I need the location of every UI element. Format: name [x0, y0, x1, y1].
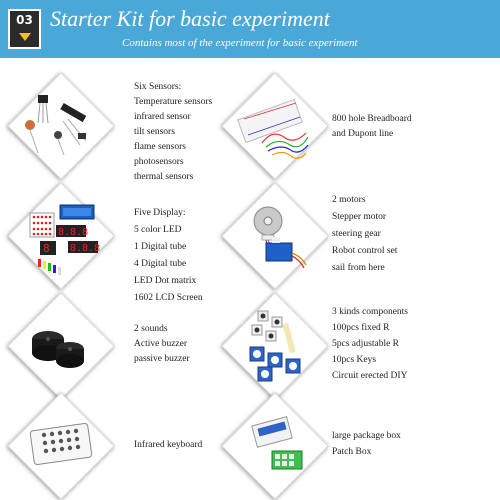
components-line: 3 kinds components	[332, 307, 408, 317]
display-line: 5 color LED	[134, 225, 182, 235]
remote-image	[8, 393, 112, 497]
keyboard-description: Infrared keyboard	[134, 438, 202, 453]
buzzer-image	[8, 293, 112, 397]
components-image	[222, 293, 326, 397]
display-description: Five Display: 5 color LED 1 Digital tube…	[134, 205, 203, 307]
components-line: 100pcs fixed R	[332, 323, 390, 333]
sensors-line: flame sensors	[134, 142, 186, 152]
sounds-line: 2 sounds	[134, 324, 168, 334]
package-line: Patch Box	[332, 447, 372, 457]
section-badge: 03	[8, 9, 41, 49]
package-description: large package box Patch Box	[332, 428, 401, 460]
package-box-image	[222, 393, 326, 497]
breadboard-description: 800 hole Breadboard and Dupont line	[332, 112, 412, 142]
display-line: LED Dot matrix	[134, 276, 197, 286]
sensors-line: photosensors	[134, 157, 184, 167]
breadboard-image	[222, 73, 326, 177]
svg-text:8: 8	[43, 242, 50, 255]
display-line: 1602 LCD Screen	[134, 293, 203, 303]
motors-line: Robot control set	[332, 246, 398, 256]
sensors-description: Six Sensors: Temperature sensors infrare…	[134, 80, 212, 185]
keyboard-line: Infrared keyboard	[134, 440, 203, 450]
motors-line: 2 motors	[332, 195, 366, 205]
components-line: 10pcs Keys	[332, 355, 377, 365]
components-line: 5pcs adjustable R	[332, 339, 400, 349]
svg-text:8.8.8: 8.8.8	[58, 227, 88, 238]
sounds-line: Active buzzer	[134, 339, 188, 349]
display-line: 4 Digital tube	[134, 259, 187, 269]
components-line: Circuit erected DIY	[332, 371, 408, 381]
page-title: Starter Kit for basic experiment	[50, 6, 330, 31]
sensors-line: Temperature sensors	[134, 97, 213, 107]
motors-line: Stepper motor	[332, 212, 387, 222]
display-image: 8.8.8 8.8.8 8	[8, 183, 112, 287]
sounds-description: 2 sounds Active buzzer passive buzzer	[134, 322, 190, 367]
page-subtitle: Contains most of the experiment for basi…	[122, 37, 358, 49]
breadboard-line: and Dupont line	[332, 129, 394, 139]
header-banner: 03 Starter Kit for basic experiment Cont…	[0, 0, 500, 58]
motors-line: sail from here	[332, 263, 385, 273]
svg-text:8.8.8: 8.8.8	[70, 243, 100, 254]
sensors-image	[8, 73, 112, 177]
sensors-line: infrared sensor	[134, 112, 191, 122]
motors-image	[222, 183, 326, 287]
badge-number: 03	[16, 13, 33, 27]
sensors-line: tilt sensors	[134, 127, 175, 137]
display-line: 1 Digital tube	[134, 242, 187, 252]
motors-line: steering gear	[332, 229, 381, 239]
sensors-line: thermal sensors	[134, 172, 194, 182]
sounds-line: passive buzzer	[134, 354, 190, 364]
components-description: 3 kinds components 100pcs fixed R 5pcs a…	[332, 304, 408, 384]
package-line: large package box	[332, 431, 401, 441]
motors-description: 2 motors Stepper motor steering gear Rob…	[332, 192, 397, 277]
breadboard-line: 800 hole Breadboard	[332, 114, 412, 124]
sensors-line: Six Sensors:	[134, 82, 182, 92]
chevron-down-icon	[19, 33, 31, 41]
display-line: Five Display:	[134, 208, 186, 218]
